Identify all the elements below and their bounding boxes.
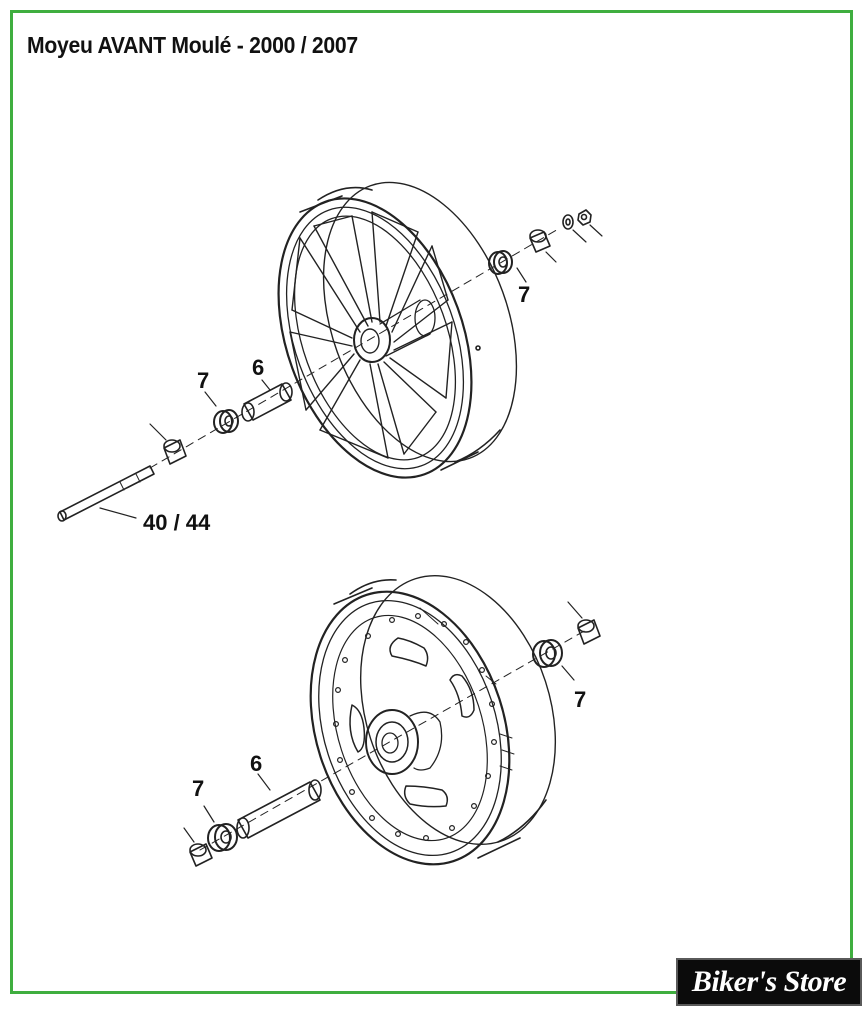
diagram-frame <box>10 10 853 994</box>
watermark-text: Biker's Store <box>691 965 847 998</box>
bikers-store-logo: Biker's Store <box>676 958 862 1006</box>
label-lower-bearing-right: 7 <box>574 687 586 712</box>
axle <box>57 465 155 522</box>
lower-bearing-left <box>203 805 238 852</box>
label-axle: 40 / 44 <box>143 510 211 535</box>
upper-washer <box>562 214 587 243</box>
label-lower-bearing-left: 7 <box>192 776 204 801</box>
upper-nut <box>577 209 603 237</box>
lower-spacer <box>236 773 322 839</box>
lower-wheel <box>199 575 587 866</box>
lower-spacer-sleeve-right <box>567 601 601 645</box>
upper-wheel <box>149 181 561 479</box>
label-upper-spacer: 6 <box>252 355 264 380</box>
upper-bearing-right <box>488 250 527 283</box>
upper-bearing-left <box>204 391 239 434</box>
lower-spacer-sleeve-left <box>183 827 213 867</box>
lower-bearing-right <box>532 639 575 681</box>
diagram-title: Moyeu AVANT Moulé - 2000 / 2007 <box>27 32 358 58</box>
label-upper-bearing-left: 7 <box>197 368 209 393</box>
label-lower-spacer: 6 <box>250 751 262 776</box>
label-upper-bearing-right: 7 <box>518 282 530 307</box>
upper-spacer <box>241 379 293 422</box>
upper-spacer-sleeve-right <box>529 229 557 263</box>
upper-spacer-sleeve-left <box>149 423 187 465</box>
